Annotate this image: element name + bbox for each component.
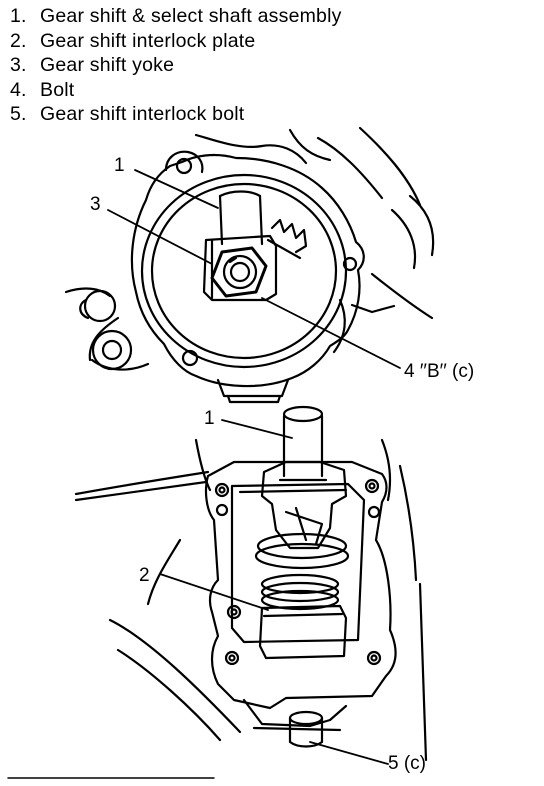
legend-number: 1. [10, 5, 27, 27]
legend-number: 2. [10, 29, 27, 52]
callout-5: 5 (c) [388, 753, 426, 774]
legend-number: 4. [10, 78, 27, 101]
legend-text: Gear shift yoke [40, 54, 175, 76]
legend-text: Bolt [40, 78, 75, 101]
legend-text: Gear shift interlock bolt [40, 103, 245, 125]
callout-3: 3 [90, 194, 101, 215]
callout-1-bottom: 1 [204, 408, 215, 429]
parts-legend: 1. Gear shift & select shaft assembly 2. G… [10, 4, 342, 127]
legend-item-1: 1. Gear shift & select shaft assembly [10, 4, 342, 29]
callout-1-top: 1 [114, 155, 125, 176]
legend-number: 3. [10, 54, 27, 76]
legend-item-3: 3. Gear shift yoke [10, 53, 342, 78]
callout-2: 2 [139, 565, 150, 586]
legend-text: Gear shift & select shaft assembly [40, 5, 342, 27]
bottom-view-housing [74, 405, 428, 762]
legend-item-4: 4. Bolt [10, 78, 342, 103]
legend-item-2: 2. Gear shift interlock plate [10, 29, 342, 54]
legend-number: 5. [10, 103, 27, 125]
bottom-leader-lines [159, 419, 389, 765]
legend-text: Gear shift interlock plate [40, 29, 256, 52]
callout-4: 4 ′′B′′ (c) [404, 361, 475, 382]
legend-item-5: 5. Gear shift interlock bolt [10, 102, 342, 127]
top-leader-lines [107, 169, 401, 369]
top-view-cover [64, 126, 435, 404]
